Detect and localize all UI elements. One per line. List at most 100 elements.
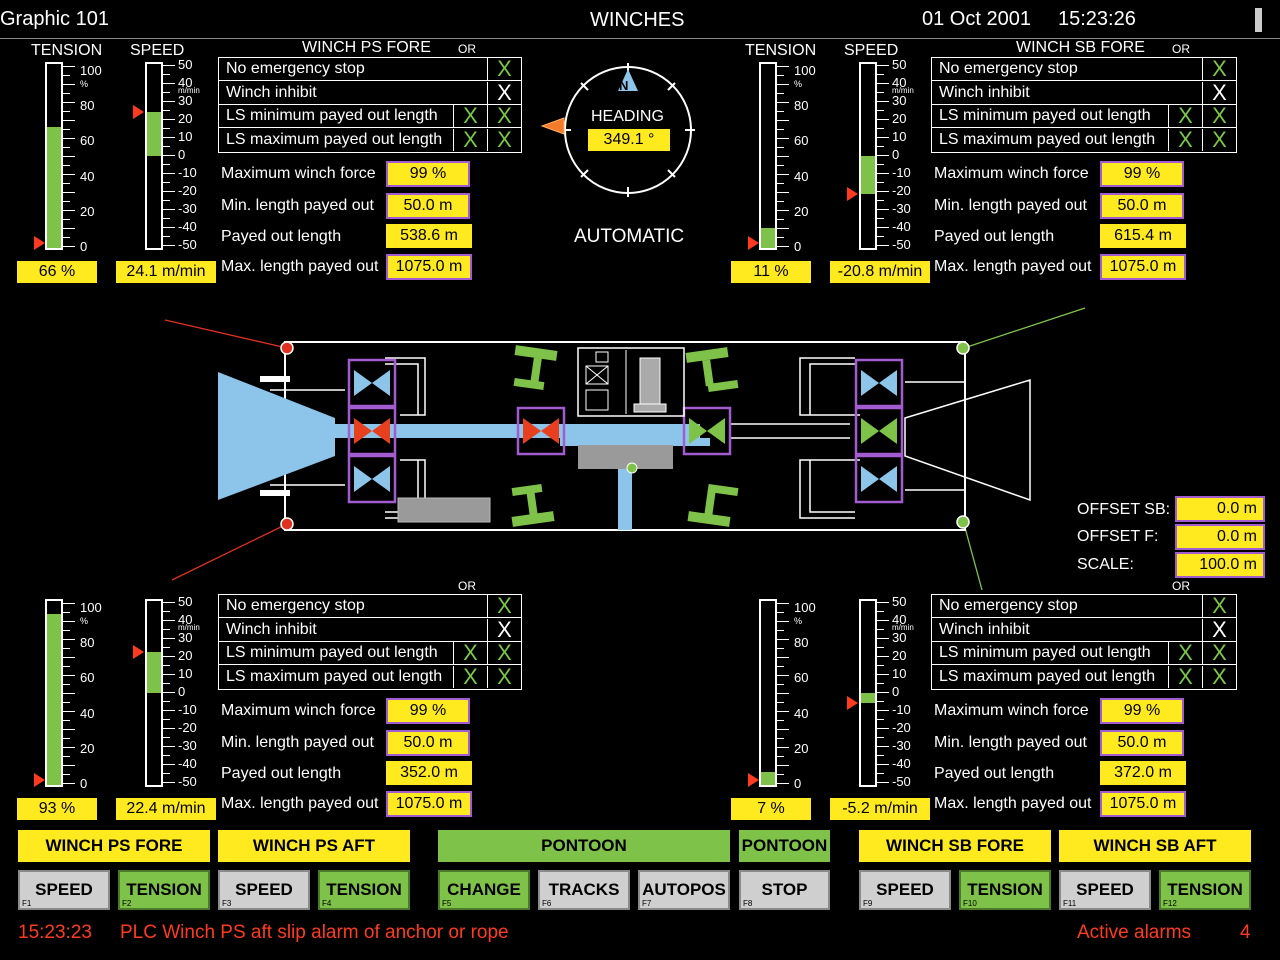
speed-scale-label: 20 bbox=[892, 648, 907, 663]
group-pontoon-stop: PONTOON bbox=[739, 830, 830, 862]
speed-scale-label: 50 bbox=[178, 594, 193, 609]
param-value-max-force[interactable]: 99 % bbox=[386, 161, 470, 187]
speed-scale-label: 50 bbox=[892, 594, 907, 609]
tension-setpoint-icon[interactable] bbox=[34, 773, 45, 787]
speed-tick bbox=[877, 191, 889, 192]
tension-tick bbox=[63, 228, 75, 229]
tension-tick bbox=[777, 219, 784, 220]
speed-scale-label: -20 bbox=[892, 720, 911, 735]
speed-setpoint-icon[interactable] bbox=[847, 187, 858, 202]
speed-scale-label: 30 bbox=[178, 630, 193, 645]
param-value-max-len[interactable]: 1075.0 m bbox=[386, 791, 472, 817]
tension-tick bbox=[777, 84, 789, 85]
speed-scale-label: 0 bbox=[178, 147, 186, 162]
tension-scale-label: 60 bbox=[794, 670, 809, 686]
param-value-min-len[interactable]: 50.0 m bbox=[1100, 730, 1184, 756]
param-value-max-force[interactable]: 99 % bbox=[1100, 161, 1184, 187]
condition-label: No emergency stop bbox=[226, 60, 365, 77]
tension-tick bbox=[777, 120, 789, 121]
tension-tick bbox=[63, 612, 70, 613]
speed-gauge-ps-aft bbox=[145, 599, 163, 787]
active-alarms-label[interactable]: Active alarms bbox=[1077, 922, 1192, 943]
button-label: SPEED bbox=[235, 880, 293, 899]
param-value-min-len[interactable]: 50.0 m bbox=[1100, 193, 1184, 219]
heading-value: 349.1 ° bbox=[588, 129, 670, 151]
button-label: TENSION bbox=[126, 880, 202, 899]
offset-f-value[interactable]: 0.0 m bbox=[1175, 524, 1265, 550]
group-winch-ps-aft: WINCH PS AFT bbox=[218, 830, 410, 862]
tension-setpoint-icon[interactable] bbox=[748, 236, 759, 250]
tension-tick bbox=[777, 747, 789, 748]
tension-tick bbox=[63, 684, 70, 685]
speed-tick bbox=[877, 611, 884, 612]
tension-tick bbox=[63, 129, 70, 130]
group-winch-sb-fore: WINCH SB FORE bbox=[859, 830, 1051, 862]
speed-scale-label: -30 bbox=[892, 201, 911, 216]
button-label: AUTOPOS bbox=[642, 880, 726, 899]
scale-value[interactable]: 100.0 m bbox=[1175, 552, 1265, 578]
param-value-max-force[interactable]: 99 % bbox=[1100, 698, 1184, 724]
dredge-head-ps bbox=[218, 372, 335, 500]
speed-scale-label: -30 bbox=[178, 201, 197, 216]
param-value-max-len[interactable]: 1075.0 m bbox=[1100, 254, 1186, 280]
button-label: SPEED bbox=[1076, 880, 1134, 899]
button-label: TRACKS bbox=[548, 880, 620, 899]
speed-scale-label: 20 bbox=[178, 648, 193, 663]
param-value-max-len[interactable]: 1075.0 m bbox=[386, 254, 472, 280]
speed-tick bbox=[877, 164, 884, 165]
speed-setpoint-icon[interactable] bbox=[133, 644, 144, 659]
tension-scale-label: 0 bbox=[794, 776, 802, 791]
tension-setpoint-icon[interactable] bbox=[748, 773, 759, 787]
tension-tick bbox=[63, 75, 70, 76]
offset-sb-value[interactable]: 0.0 m bbox=[1175, 496, 1265, 522]
param-value-min-len[interactable]: 50.0 m bbox=[386, 730, 470, 756]
tension-tick bbox=[63, 84, 75, 85]
speed-scale-label: 40 bbox=[892, 612, 907, 627]
param-label-payed: Payed out length bbox=[934, 228, 1055, 245]
speed-tick bbox=[877, 218, 884, 219]
scroll-handle[interactable] bbox=[1255, 8, 1262, 32]
tension-tick bbox=[63, 201, 70, 202]
speed-tick bbox=[163, 737, 170, 738]
tension-tick bbox=[777, 156, 789, 157]
param-label-payed: Payed out length bbox=[934, 765, 1055, 782]
alarm-text[interactable]: PLC Winch PS aft slip alarm of anchor or… bbox=[120, 922, 509, 943]
offset-f-label: OFFSET F: bbox=[1077, 528, 1159, 545]
param-value-max-len[interactable]: 1075.0 m bbox=[1100, 791, 1186, 817]
speed-tick bbox=[877, 128, 884, 129]
speed-tick bbox=[163, 629, 170, 630]
condition-label: Winch inhibit bbox=[939, 83, 1030, 101]
speed-setpoint-icon[interactable] bbox=[847, 695, 858, 710]
tension-tick bbox=[777, 237, 784, 238]
speed-tick bbox=[877, 236, 884, 237]
tension-setpoint-icon[interactable] bbox=[34, 236, 45, 250]
speed-tick bbox=[163, 164, 170, 165]
speed-tick bbox=[163, 773, 170, 774]
button-label: TENSION bbox=[326, 880, 402, 899]
param-value-max-force[interactable]: 99 % bbox=[386, 698, 470, 724]
speed-scale-label: -40 bbox=[178, 219, 197, 234]
speed-scale-label: -10 bbox=[892, 165, 911, 180]
speed-setpoint-icon[interactable] bbox=[133, 104, 144, 119]
function-key-label: F4 bbox=[322, 899, 332, 908]
function-key-label: F11 bbox=[1063, 899, 1077, 908]
param-value-min-len[interactable]: 50.0 m bbox=[386, 193, 470, 219]
param-label-max-force: Maximum winch force bbox=[934, 702, 1089, 719]
tension-tick bbox=[777, 75, 784, 76]
